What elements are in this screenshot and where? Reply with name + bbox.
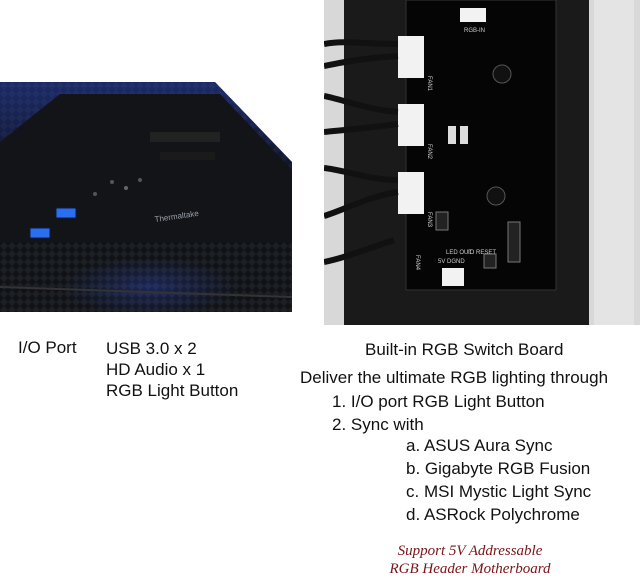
pcb-board <box>405 0 557 291</box>
board-label-io-reset: IO RESET <box>468 250 496 256</box>
power-button <box>150 132 220 142</box>
support-note-line1: Support 5V Addressable <box>397 543 543 559</box>
mic-jack <box>110 180 114 184</box>
usb-port-2 <box>29 227 51 239</box>
usb-port-1 <box>55 207 77 219</box>
fan-connectors <box>398 36 424 214</box>
mount-screw <box>486 186 506 206</box>
board-label-led-out: LED OUT <box>446 250 472 256</box>
fan-cables <box>324 39 399 265</box>
sync-option: d. ASRock Polychrome <box>406 505 580 524</box>
board-label-fan2: FAN2 <box>426 144 432 160</box>
rgb-light-button <box>124 186 128 190</box>
case-front-photo: Thermaltake <box>0 82 292 312</box>
support-note-line2: RGB Header Motherboard <box>389 561 551 577</box>
io-item-usb: USB 3.0 x 2 <box>106 339 197 358</box>
sync-option: b. Gigabyte RGB Fusion <box>406 459 591 478</box>
io-port-list: USB 3.0 x 2 HD Audio x 1 RGB Light Butto… <box>106 338 238 401</box>
io-item-rgb-button: RGB Light Button <box>106 381 239 400</box>
step-item: 2. Sync with <box>332 415 424 434</box>
reset-button <box>160 152 215 160</box>
board-label-fan3: FAN3 <box>426 212 432 228</box>
switch-board-lead: Deliver the ultimate RGB lighting throug… <box>300 368 609 387</box>
board-label-fan1: FAN1 <box>426 76 432 92</box>
support-note: Support 5V Addressable RGB Header Mother… <box>370 542 570 578</box>
io-item-audio: HD Audio x 1 <box>106 360 206 379</box>
switch-board-steps: 1. I/O port RGB Light Button 2. Sync wit… <box>332 390 545 436</box>
board-label-5v-dgnd: 5V DGND <box>438 259 465 265</box>
mount-screw <box>492 64 512 84</box>
io-port-label: I/O Port <box>18 338 77 357</box>
led-out-connector <box>442 268 464 286</box>
board-label-fan4: FAN4 <box>414 255 420 271</box>
audio-jack <box>93 192 97 196</box>
sync-option: c. MSI Mystic Light Sync <box>406 482 592 501</box>
rgb-switch-board-photo: FAN1 FAN2 FAN3 FAN4 LED OUT IO RESET 5V … <box>324 0 640 325</box>
switch-board-title: Built-in RGB Switch Board <box>365 340 564 359</box>
sync-options-list: a. ASUS Aura Sync b. Gigabyte RGB Fusion… <box>406 434 591 526</box>
tt-logo <box>448 126 456 144</box>
sync-option: a. ASUS Aura Sync <box>406 436 553 455</box>
board-label-rgb-in: RGB-IN <box>464 28 485 34</box>
rgb-in-connector <box>460 8 486 22</box>
step-item: 1. I/O port RGB Light Button <box>332 392 545 411</box>
